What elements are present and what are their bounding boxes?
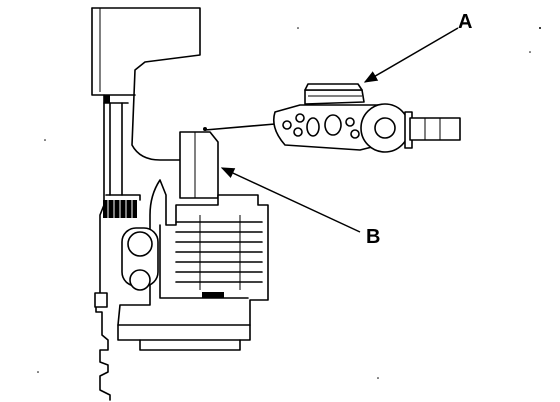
- transmission-housing: [91, 7, 201, 401]
- scan-specks: [37, 27, 541, 379]
- callout-label-b: B: [366, 226, 380, 248]
- gauge-dial-indicator: [203, 83, 461, 153]
- clutch-piston-assembly: [117, 131, 269, 351]
- callout-label-a: A: [458, 11, 472, 33]
- clutch-plates: [175, 215, 263, 290]
- leader-arrow-b: [220, 167, 361, 233]
- leader-arrow-a: [363, 27, 459, 83]
